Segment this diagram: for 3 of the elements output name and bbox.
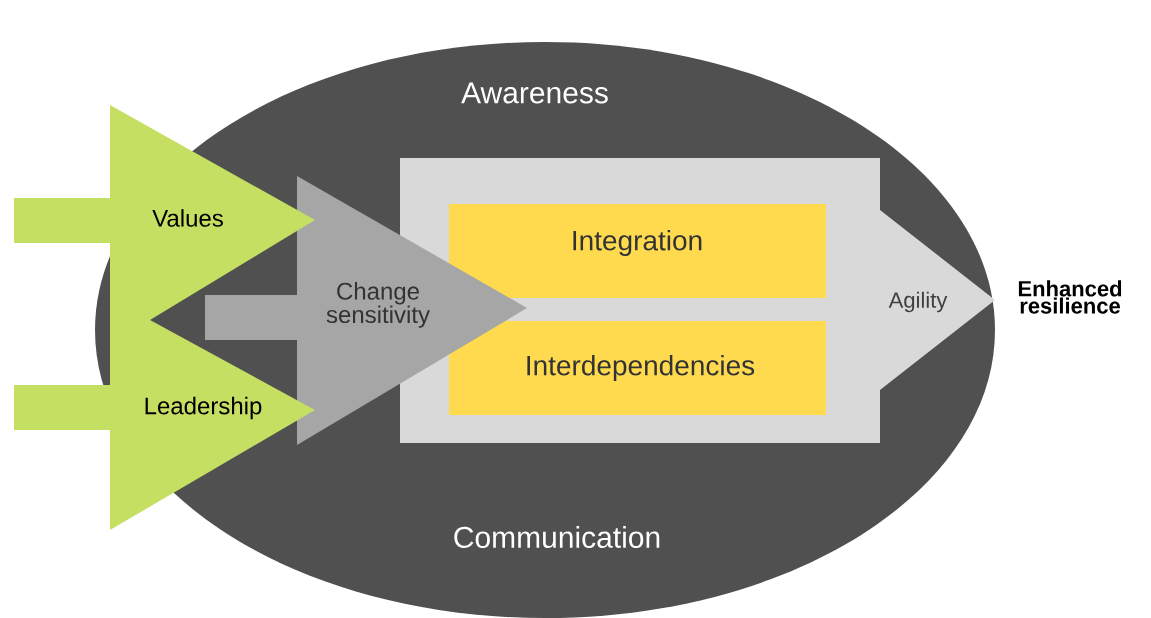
process-box: Integration [449,204,826,298]
outcome-label: Enhanced resilience [1018,280,1122,314]
process-box: Interdependencies [449,321,826,415]
